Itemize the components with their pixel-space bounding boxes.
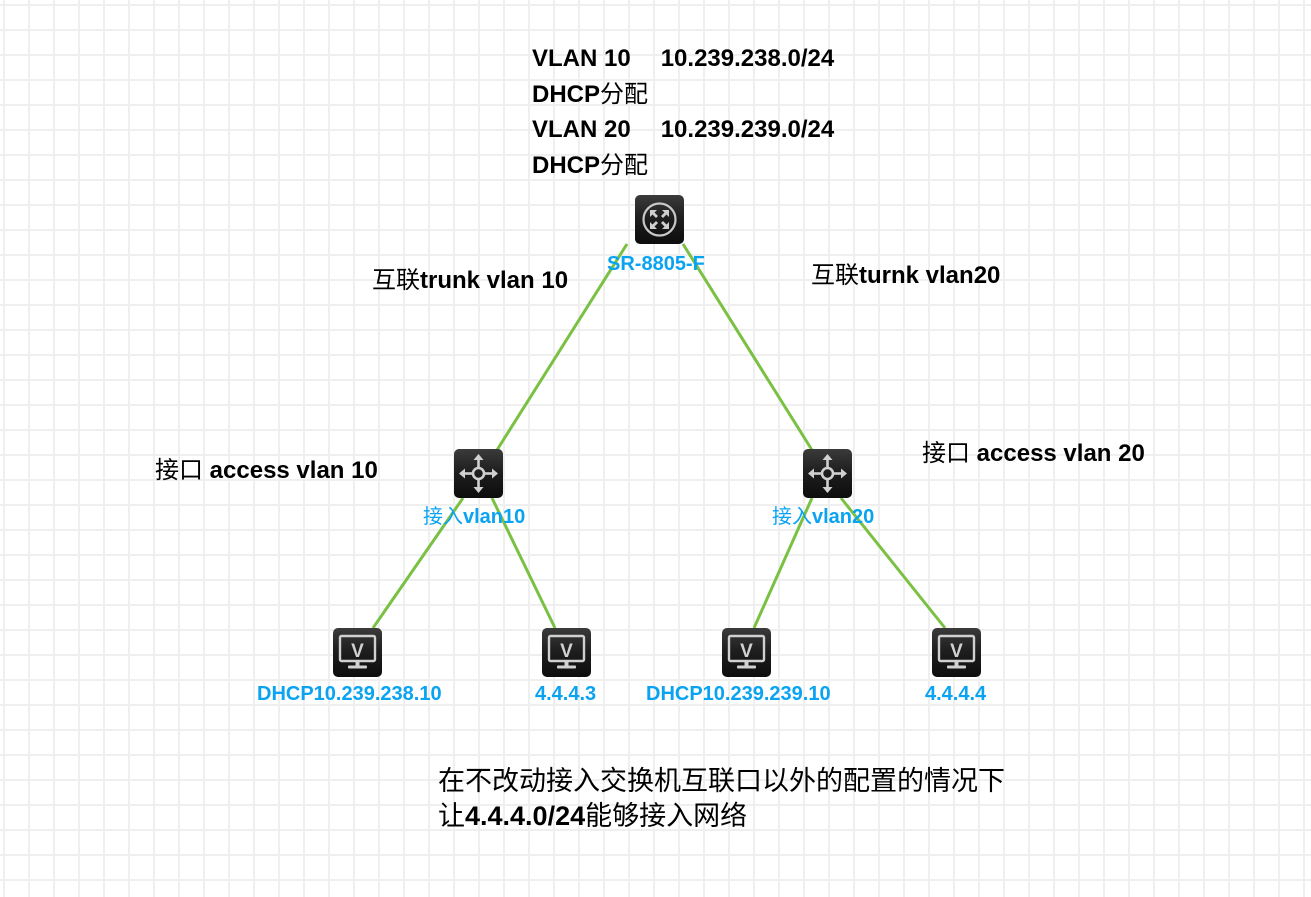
- vpc-glyph: V: [950, 641, 963, 662]
- vpc-glyph: V: [351, 641, 364, 662]
- trunk-vlan-text: turnk vlan20: [859, 262, 1001, 289]
- vlan10-subnet: 10.239.238.0/24: [660, 45, 835, 72]
- pc4-label: 4.4.4.4: [925, 683, 987, 705]
- vlan20-label: VLAN 20: [532, 116, 631, 143]
- vlan20-subnet-note: VLAN 20 10.239.239.0/24: [532, 118, 834, 142]
- vpc-monitor-icon: V: [547, 634, 586, 669]
- interconnect-text: 互联: [372, 266, 420, 294]
- link-switch-right-to-pc3[interactable]: [752, 497, 814, 629]
- access-text: 接入: [423, 506, 463, 528]
- vpc-glyph: V: [560, 641, 573, 662]
- task-description: 在不改动接入交换机互联口以外的配置的情况下 让4.4.4.0/24能够接入网络: [438, 764, 1005, 834]
- vpc-monitor-icon: V: [937, 634, 976, 669]
- trunk-vlan-text: trunk vlan 10: [420, 267, 569, 294]
- pc2-node[interactable]: V: [542, 628, 591, 677]
- vlan-text: vlan20: [812, 506, 875, 528]
- link-switch-left-to-pc1[interactable]: [371, 497, 465, 629]
- task-suffix: 能够接入网络: [585, 801, 748, 833]
- task-line-2: 让4.4.4.0/24能够接入网络: [438, 799, 1005, 834]
- access-switch-right-label: 接入vlan20: [772, 507, 874, 527]
- pc2-label: 4.4.4.3: [535, 683, 597, 705]
- allocation-text: 分配: [600, 151, 649, 179]
- pc1-node[interactable]: V: [333, 628, 382, 677]
- vlan-text: vlan10: [463, 506, 526, 528]
- dhcp-text: DHCP: [532, 81, 601, 108]
- access-switch-left-label: 接入vlan10: [423, 507, 525, 527]
- pc1-label: DHCP10.239.238.10: [257, 683, 442, 705]
- pc3-label: DHCP10.239.239.10: [646, 683, 831, 705]
- l3-switch-icon: [459, 454, 498, 493]
- l3-switch-icon: [808, 454, 847, 493]
- allocation-text: 分配: [600, 80, 649, 108]
- task-line-1: 在不改动接入交换机互联口以外的配置的情况下: [438, 766, 1005, 797]
- link-core-to-switch-right[interactable]: [681, 243, 814, 451]
- access-switch-right-node[interactable]: [803, 449, 852, 498]
- core-router-node[interactable]: [635, 195, 684, 244]
- vlan20-dhcp-note: DHCP分配: [532, 153, 648, 178]
- uplink-right-note: 互联turnk vlan20: [811, 263, 1000, 288]
- access-switch-left-node[interactable]: [454, 449, 503, 498]
- vpc-monitor-icon: V: [727, 634, 766, 669]
- interconnect-text: 互联: [811, 261, 859, 289]
- access-text: 接入: [772, 506, 812, 528]
- uplink-left-note: 互联trunk vlan 10: [372, 268, 568, 293]
- vpc-monitor-icon: V: [338, 634, 377, 669]
- interface-text: 接口: [922, 439, 970, 467]
- access-left-note: 接口 access vlan 10: [155, 458, 378, 483]
- access-right-note: 接口 access vlan 20: [922, 441, 1145, 466]
- link-switch-left-to-pc2[interactable]: [490, 497, 557, 629]
- vpc-glyph: V: [740, 641, 753, 662]
- dhcp-text: DHCP: [532, 152, 601, 179]
- vlan10-label: VLAN 10: [532, 45, 631, 72]
- link-core-to-switch-left[interactable]: [495, 243, 629, 451]
- pc4-node[interactable]: V: [932, 628, 981, 677]
- vlan10-dhcp-note: DHCP分配: [532, 82, 648, 107]
- vlan10-subnet-note: VLAN 10 10.239.238.0/24: [532, 47, 834, 71]
- task-prefix: 让: [438, 801, 465, 833]
- core-router-label: SR-8805-F: [607, 253, 705, 275]
- vlan20-subnet: 10.239.239.0/24: [660, 116, 835, 143]
- access-vlan-text: access vlan 10: [209, 457, 378, 484]
- link-switch-right-to-pc4[interactable]: [839, 497, 947, 629]
- interface-text: 接口: [155, 456, 203, 484]
- pc3-node[interactable]: V: [722, 628, 771, 677]
- router-icon: [642, 202, 677, 237]
- task-subnet: 4.4.4.0/24: [465, 801, 586, 832]
- access-vlan-text: access vlan 20: [976, 440, 1145, 467]
